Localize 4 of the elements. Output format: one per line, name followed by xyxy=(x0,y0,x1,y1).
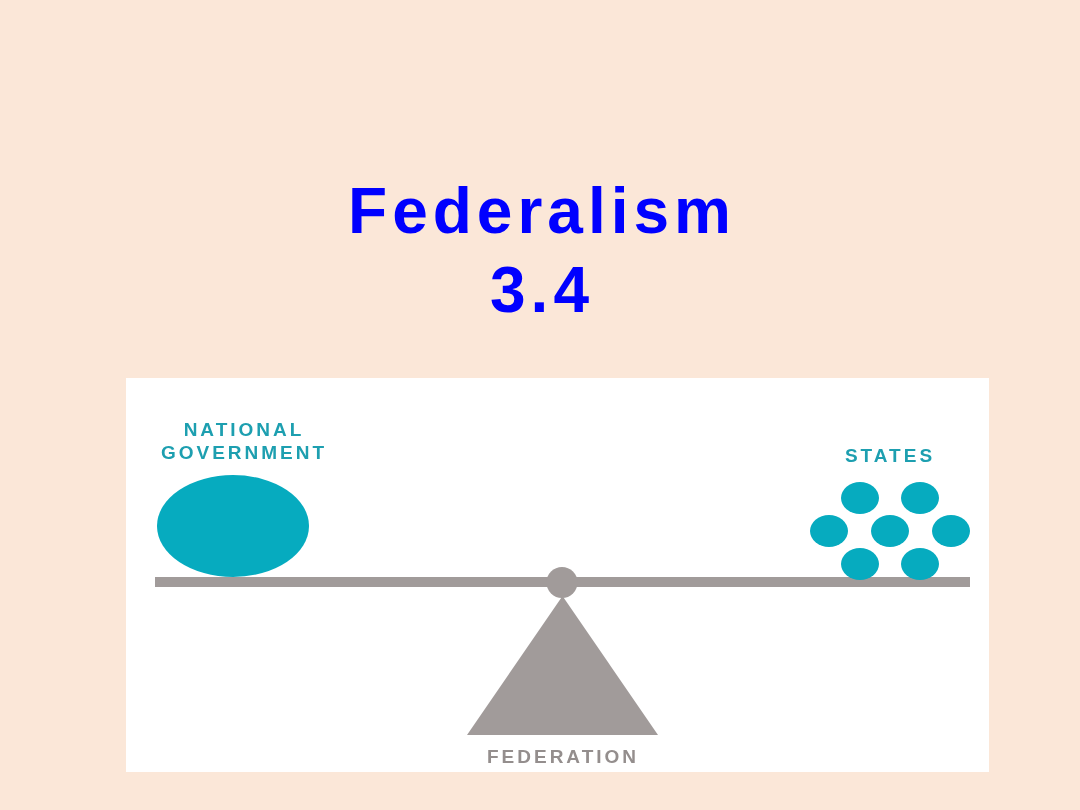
slide-title: Federalism 3.4 xyxy=(347,174,737,328)
label-text: NATIONAL GOVERNMENT xyxy=(159,418,329,464)
label-text: STATES xyxy=(843,444,937,467)
label-text: FEDERATION xyxy=(485,745,641,768)
